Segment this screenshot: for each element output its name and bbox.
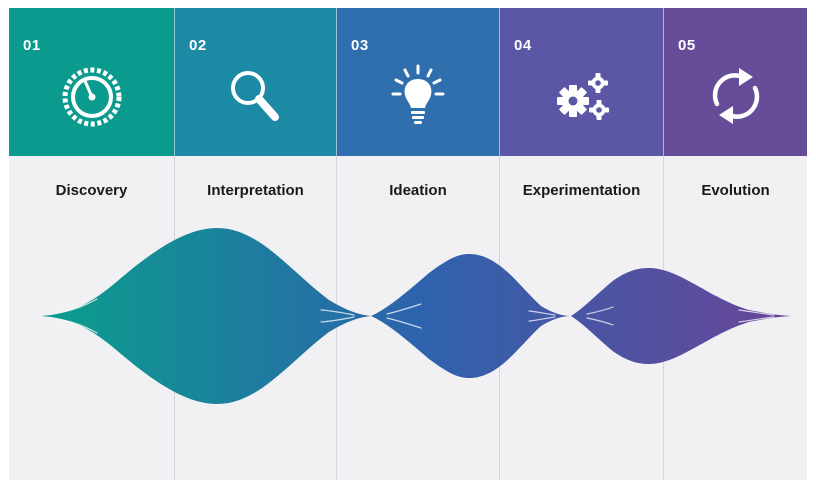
stage-header: 02 [174,8,336,156]
stage-label: Discovery [55,182,128,199]
stage-label: Evolution [701,182,770,199]
stage-number: 05 [678,37,696,54]
stage-label: Interpretation [207,182,304,199]
stage-number: 03 [351,37,369,54]
gauge-icon [57,60,127,130]
lightbulb-icon [383,60,453,130]
stage-label: Experimentation [522,182,641,199]
stage-discovery: 01 Discovery [9,8,174,480]
stage-experimentation: 04 [499,8,663,480]
stage-header: 03 [336,8,499,156]
stage-header: 05 [663,8,807,156]
stage-interpretation: 02 Interpretation [174,8,336,480]
stage-number: 02 [189,37,207,54]
stage-number: 04 [514,37,532,54]
gears-icon [547,60,617,130]
stage-header: 04 [499,8,663,156]
magnifier-icon [221,60,291,130]
stage-number: 01 [23,37,41,54]
stage-ideation: 03 [336,8,499,480]
stage-evolution: 05 Evolution [663,8,807,480]
design-thinking-diagram: 01 Discovery 02 Interpretation [9,8,807,480]
stage-header: 01 [9,8,174,156]
cycle-arrows-icon [701,60,771,130]
stage-label: Ideation [389,182,447,199]
